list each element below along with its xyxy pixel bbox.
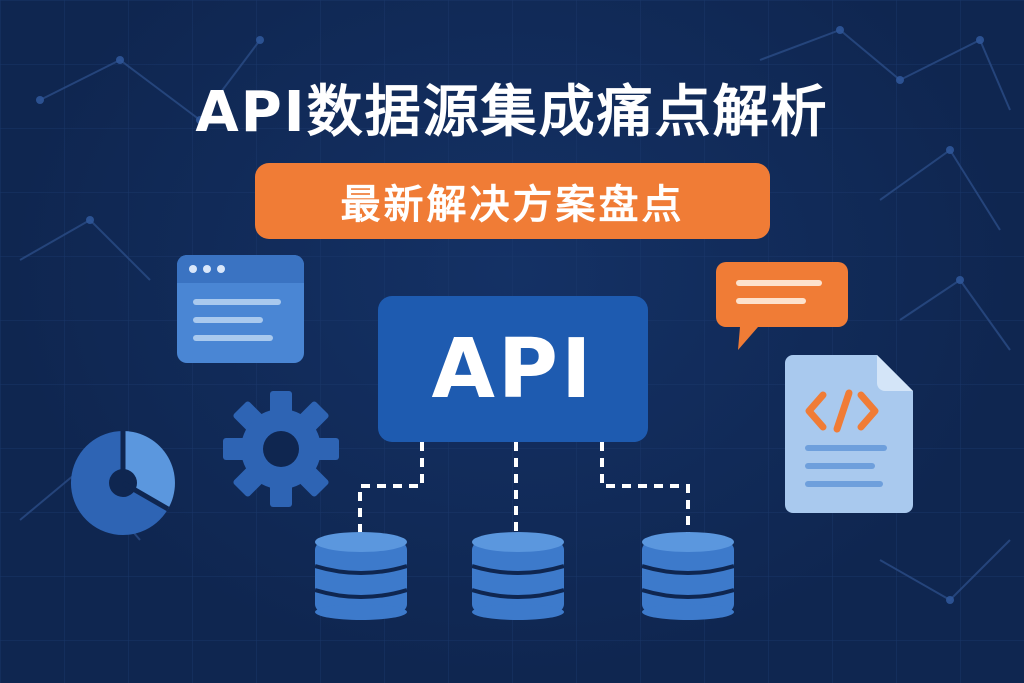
subtitle-badge: 最新解决方案盘点	[255, 163, 770, 239]
api-label: API	[431, 321, 595, 417]
database-icon	[472, 532, 564, 620]
subtitle-text: 最新解决方案盘点	[340, 182, 685, 228]
api-box: API	[378, 296, 648, 442]
database-icon	[642, 532, 734, 620]
chat-bubble-icon	[716, 262, 848, 350]
browser-window-icon	[177, 255, 304, 363]
gear-icon	[223, 391, 339, 507]
code-file-icon	[785, 355, 913, 513]
page-title: API数据源集成痛点解析	[195, 80, 829, 145]
pie-chart-icon	[70, 431, 175, 535]
database-icon	[315, 532, 407, 620]
connector-lines	[358, 442, 690, 534]
